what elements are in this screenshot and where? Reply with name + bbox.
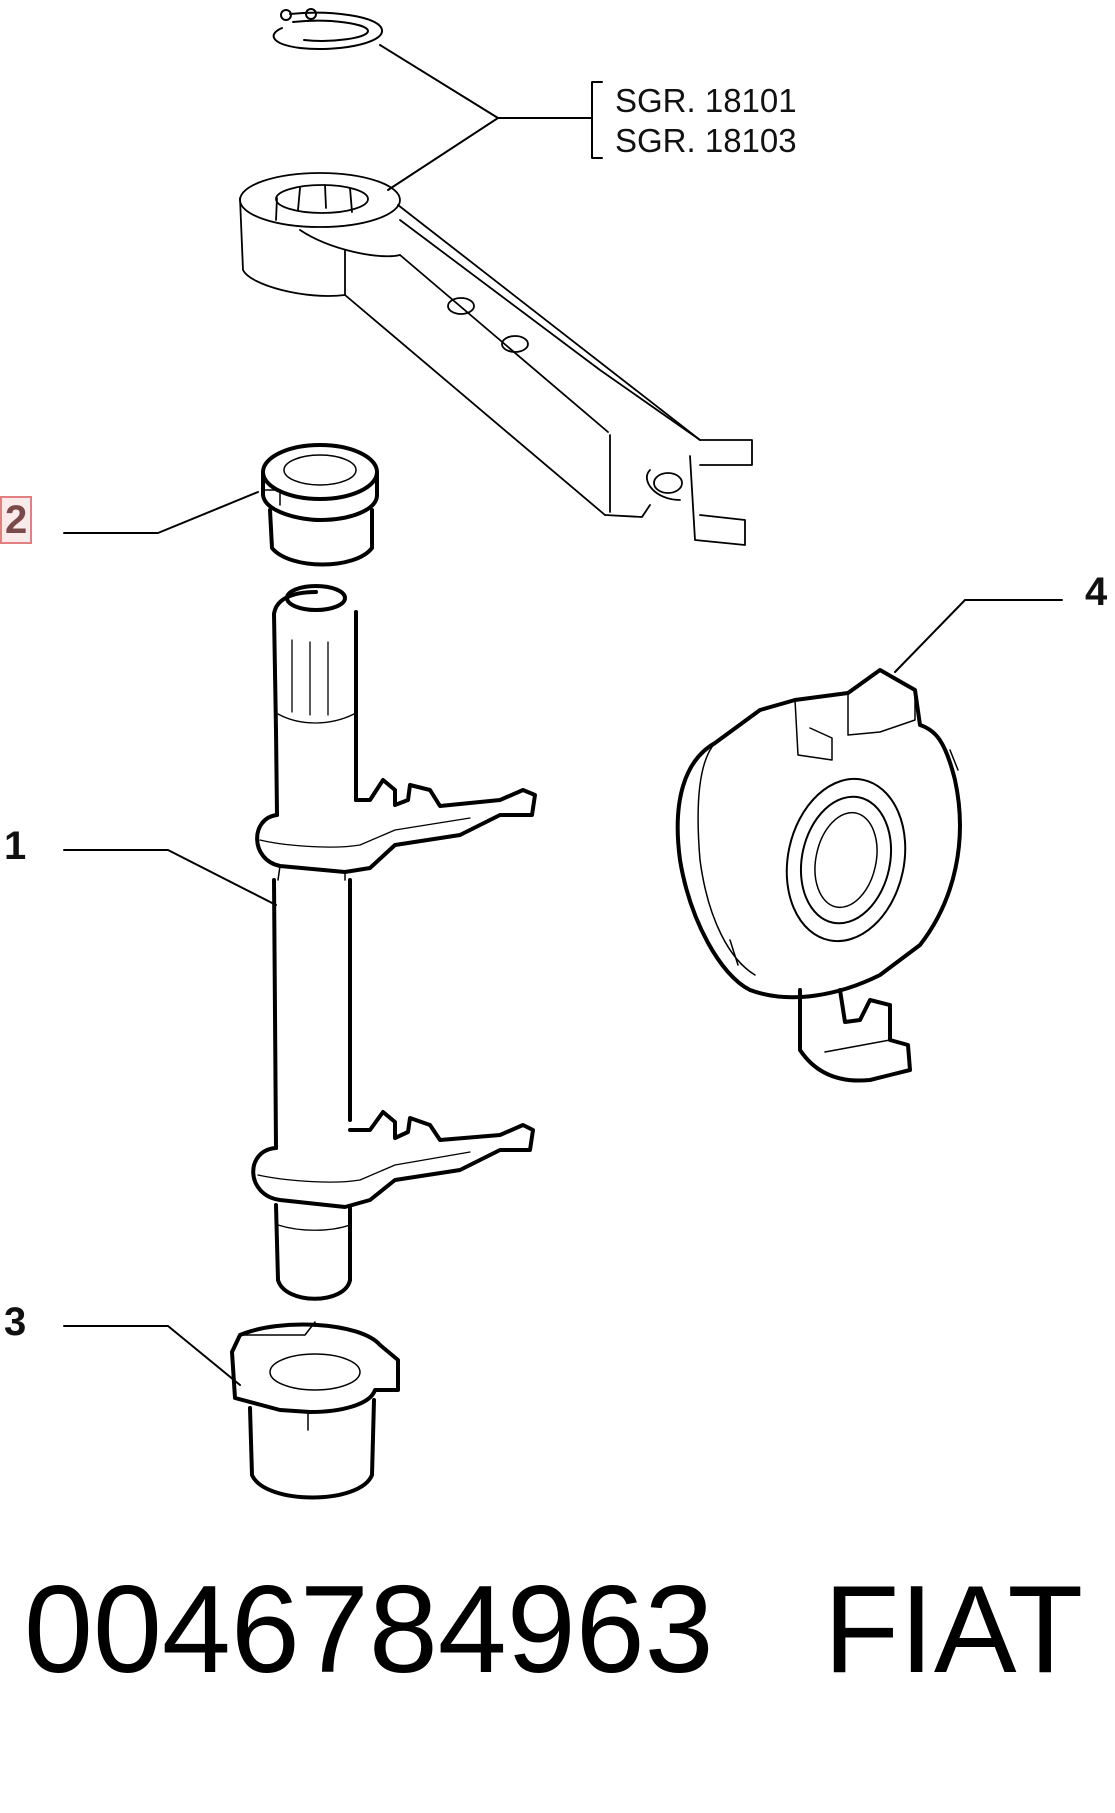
reference-leaders [379,44,603,191]
leader-1 [63,849,277,906]
bushing-2-drawing [261,443,379,567]
bearing-4-drawing [675,668,962,1083]
bushing-3-drawing [230,1321,400,1500]
brand-name: FIAT [823,1561,1084,1699]
callout-3[interactable]: 3 [4,1300,27,1344]
circlip-drawing [272,8,383,51]
reference-sgr-18101: SGR. 18101 [615,82,797,119]
reference-sgr-18103: SGR. 18103 [615,122,797,159]
shift-rod-1-drawing [251,584,537,1301]
callout-1[interactable]: 1 [4,824,27,868]
leader-3 [63,1325,241,1386]
leader-2 [63,491,259,534]
callout-2[interactable]: 2 [0,496,33,544]
part-number: 0046784963 [24,1561,714,1699]
leader-4 [894,599,1063,673]
lever-arm-drawing [239,172,753,546]
callout-4[interactable]: 4 [1085,570,1108,614]
